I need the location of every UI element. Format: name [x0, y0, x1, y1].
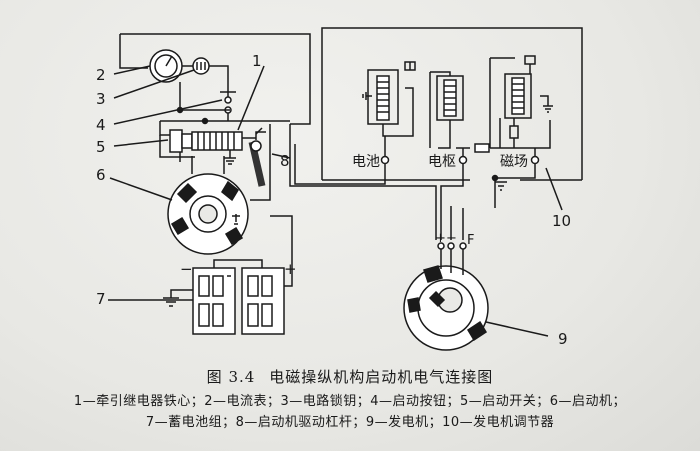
- callout-4: 4: [96, 116, 106, 134]
- battery-group: [163, 215, 293, 335]
- generator-terminal-labels: + − F: [435, 231, 474, 248]
- callout-5: 5: [96, 138, 106, 156]
- figure-caption: 图 3.4 电磁操纵机构启动机电气连接图: [0, 366, 700, 387]
- callout-3: 3: [96, 90, 106, 108]
- callout-8: 8: [280, 152, 290, 170]
- starter-motor: [167, 156, 249, 255]
- callout-2: 2: [96, 66, 106, 84]
- battery-polarity-labels: − +: [180, 260, 297, 278]
- gen-field-label: F: [467, 233, 474, 248]
- regulator-terminal-labels: 电池 电枢 磁场: [352, 154, 528, 170]
- terminal-field-label: 磁场: [500, 154, 528, 170]
- callout-labels: 1 2 3 4 5 6 7 8 9 10: [96, 52, 571, 348]
- terminal-armature-label: 电枢: [428, 154, 456, 170]
- wiring-diagram: 1 2 3 4 5 6 7 8 9 10 电池 电枢 磁场 + − F − +: [96, 27, 583, 351]
- callout-1: 1: [252, 52, 262, 70]
- callout-10: 10: [552, 212, 571, 230]
- gen-minus-label: −: [446, 231, 457, 246]
- legend-line-2: 7—蓄电池组；8—启动机驱动杠杆；9—发电机；10—发电机调节器: [145, 415, 555, 430]
- figure-title: 电磁操纵机构启动机电气连接图: [269, 368, 494, 386]
- regulator-relay-1: [362, 61, 416, 137]
- regulator-relay-2: [429, 71, 464, 149]
- callout-7: 7: [96, 290, 106, 308]
- figure-number: 图 3.4: [206, 368, 256, 386]
- battery-plus-label: +: [284, 260, 297, 278]
- drive-lever: [248, 131, 291, 187]
- regulator-relay-3: [504, 55, 553, 148]
- legend-line-1: 1—牵引继电器铁心；2—电流表；3—电路锁钥；4—启动按钮；5—启动开关；6—启…: [73, 394, 627, 409]
- callout-9: 9: [558, 330, 568, 348]
- terminal-battery-label: 电池: [352, 154, 380, 170]
- generator: [403, 242, 489, 351]
- starter-switch: [159, 121, 263, 165]
- callout-6: 6: [96, 166, 106, 184]
- battery-minus-label: −: [180, 260, 193, 278]
- gen-plus-label: +: [435, 231, 446, 246]
